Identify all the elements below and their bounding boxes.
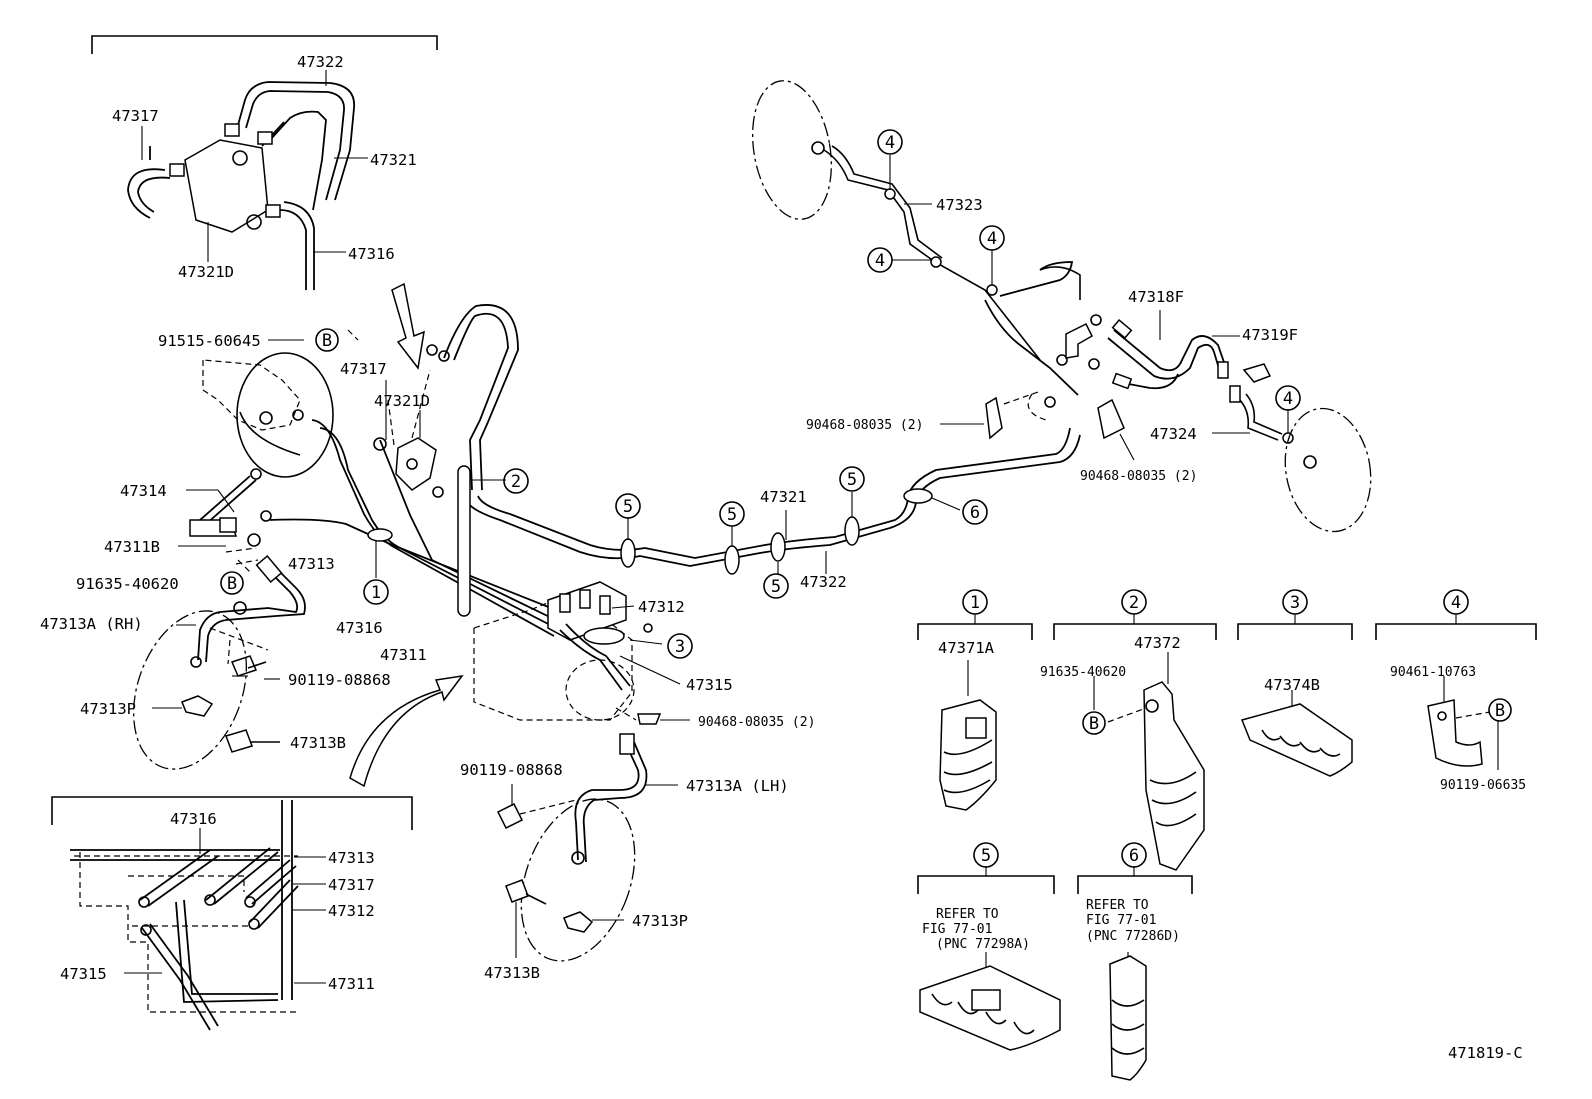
label-47316: 47316 (348, 245, 395, 263)
label-91515-60645: 91515-60645 (158, 332, 261, 350)
label-47313p: 47313P (632, 912, 688, 930)
label-47372: 47372 (1134, 634, 1181, 652)
abs-actuator-icon (473, 581, 690, 725)
actuator-inset (51, 796, 413, 1031)
refer-note-6-line2: FIG 77-01 (1086, 913, 1156, 928)
legend-callout-2: 2 (1129, 593, 1139, 613)
callout-6: 6 (970, 503, 980, 523)
label-47321: 47321 (370, 151, 417, 169)
label-47371a: 47371A (938, 639, 995, 657)
refer-note-6-line1: REFER TO (1086, 898, 1149, 913)
label-47313a-lh: 47313A (LH) (686, 777, 789, 795)
callout-b: B (227, 574, 237, 594)
label-47323: 47323 (936, 196, 983, 214)
label-47312: 47312 (638, 598, 685, 616)
label-47322: 47322 (800, 573, 847, 591)
label-47314: 47314 (120, 482, 167, 500)
callout-1: 1 (371, 583, 381, 603)
callout-3: 3 (675, 637, 685, 657)
callout-4: 4 (885, 133, 895, 153)
label-47313b: 47313B (290, 734, 346, 752)
label-90461-10763: 90461-10763 (1390, 665, 1476, 680)
refer-note-6-line3: (PNC 77286D) (1086, 929, 1180, 944)
label-47321d: 47321D (374, 392, 430, 410)
label-47313: 47313 (288, 555, 335, 573)
legend-callout-4: 4 (1451, 593, 1461, 613)
label-47311b: 47311B (104, 538, 160, 556)
label-47315: 47315 (686, 676, 733, 694)
refer-note-5-line3: (PNC 77298A) (936, 937, 1030, 952)
label-47311: 47311 (328, 975, 375, 993)
label-47312: 47312 (328, 902, 375, 920)
rear-brake-lines (752, 80, 1372, 533)
callout-4: 4 (987, 229, 997, 249)
label-91635-40620: 91635-40620 (76, 575, 179, 593)
label-47322: 47322 (297, 53, 344, 71)
label-47374b: 47374B (1264, 676, 1320, 694)
legend-clamps (917, 614, 1537, 1081)
label-47321: 47321 (760, 488, 807, 506)
refer-note-5-line1: REFER TO (936, 907, 999, 922)
legend-callout-6: 6 (1129, 846, 1139, 866)
label-47321d: 47321D (178, 263, 234, 281)
callout-4: 4 (1283, 389, 1293, 409)
label-90119-08868: 90119-08868 (460, 761, 563, 779)
callout-2: 2 (511, 472, 521, 492)
label-47313p: 47313P (80, 700, 136, 718)
label-90468-08035: 90468-08035 (2) (806, 418, 923, 433)
label-47324: 47324 (1150, 425, 1197, 443)
callout-5: 5 (847, 470, 857, 490)
legend-callout-5: 5 (981, 846, 991, 866)
refer-note-5-line2: FIG 77-01 (922, 922, 992, 937)
legend-callout-3: 3 (1290, 593, 1300, 613)
label-90119-08868: 90119-08868 (288, 671, 391, 689)
lh-hose-assembly (496, 733, 678, 962)
callout-5: 5 (727, 505, 737, 525)
label-90468-08035: 90468-08035 (2) (1080, 469, 1197, 484)
callout-5: 5 (623, 497, 633, 517)
booster-assembly (202, 329, 359, 478)
left-hose-assembly (133, 468, 306, 770)
label-47313a-rh: 47313A (RH) (40, 615, 143, 633)
label-47317: 47317 (112, 107, 159, 125)
callout-b: B (1089, 714, 1099, 734)
label-47313: 47313 (328, 849, 375, 867)
figure-code: 471819-C (1448, 1044, 1523, 1062)
part-labels: 47322 47317 47321 47316 47321D 91515-606… (40, 53, 1526, 1062)
callout-4: 4 (875, 251, 885, 271)
label-90468-08035: 90468-08035 (2) (698, 715, 815, 730)
label-90119-06635: 90119-06635 (1440, 778, 1526, 793)
callout-b: B (1495, 701, 1505, 721)
label-47315: 47315 (60, 965, 107, 983)
label-47318f: 47318F (1128, 288, 1184, 306)
label-47313b: 47313B (484, 964, 540, 982)
callout-b: B (322, 331, 332, 351)
callout-5: 5 (771, 577, 781, 597)
label-47317: 47317 (340, 360, 387, 378)
label-47316: 47316 (336, 619, 383, 637)
arrow-icon (349, 674, 464, 788)
label-47311: 47311 (380, 646, 427, 664)
label-47316: 47316 (170, 810, 217, 828)
valve-inset (91, 35, 438, 290)
label-91635-40620: 91635-40620 (1040, 665, 1126, 680)
label-47317: 47317 (328, 876, 375, 894)
callout-markers: B B B B 1 2 3 4 4 4 4 5 5 5 5 6 1 2 3 4 … (220, 129, 1512, 868)
label-47319f: 47319F (1242, 326, 1298, 344)
arrow-icon (391, 282, 425, 370)
proportioning-valve-icon (373, 344, 450, 498)
brake-pipes (269, 304, 1081, 637)
legend-callout-1: 1 (970, 593, 980, 613)
